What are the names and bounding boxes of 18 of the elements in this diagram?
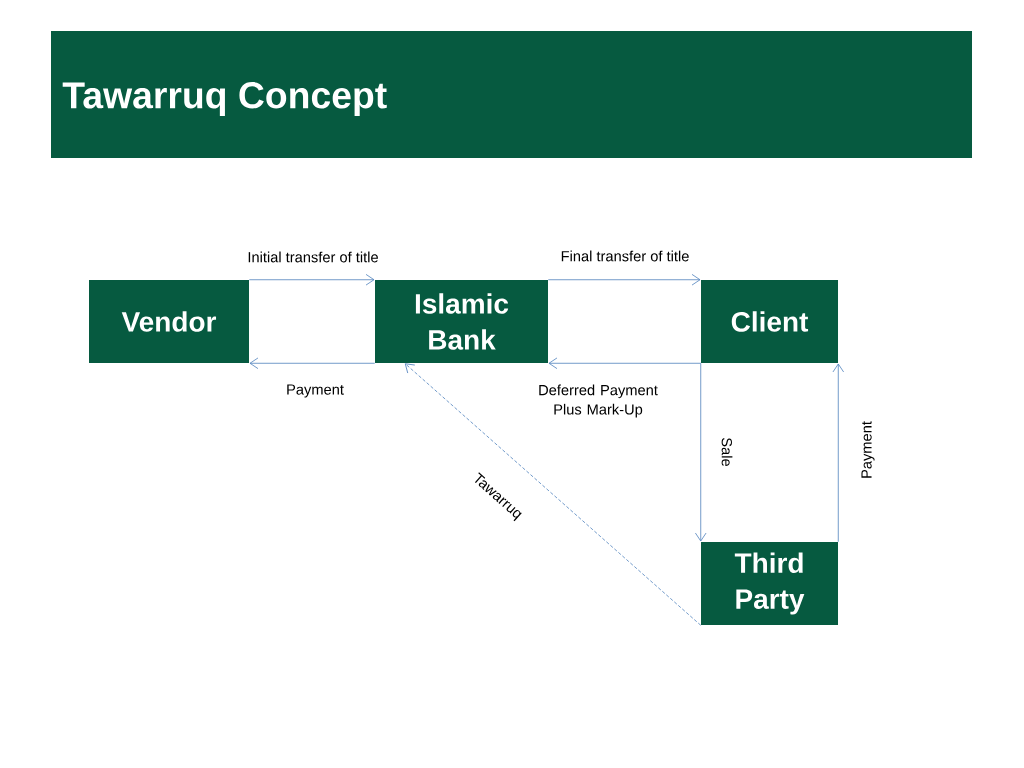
edge-label: Final transfer of title xyxy=(561,250,689,262)
edge-label: Deferred Payment Plus Mark-Up xyxy=(539,384,658,418)
party-box: Vendor xyxy=(89,280,249,363)
edge-label: Initial transfer of title xyxy=(248,251,378,263)
arrow xyxy=(248,274,375,286)
party-box: Client xyxy=(701,280,838,363)
edge-label: Sale xyxy=(721,438,733,467)
arrow xyxy=(695,362,707,542)
arrow xyxy=(404,363,702,626)
title: Tawarruq Concept xyxy=(62,82,387,116)
arrow xyxy=(548,357,702,369)
arrow xyxy=(547,274,701,286)
arrow xyxy=(832,363,844,543)
edge-label: Payment xyxy=(861,421,875,478)
party-box: Third Party xyxy=(701,542,838,625)
party-box: Islamic Bank xyxy=(375,280,548,363)
arrow xyxy=(249,357,376,369)
edge-label: Payment xyxy=(287,384,344,398)
